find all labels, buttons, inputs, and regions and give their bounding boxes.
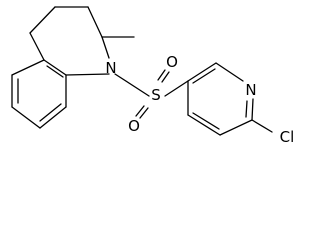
bond-py-c5-c4	[187, 114, 221, 136]
bond-c4a-c8a	[43, 59, 67, 76]
bond-c4a-c4	[29, 32, 45, 61]
bond-c5-c4a	[11, 59, 45, 76]
bond-s-o-bottom-b	[139, 107, 149, 119]
bond-s-pyridine	[164, 80, 189, 97]
bond-py-c2-n1	[215, 62, 244, 82]
bond-s-o-top-a	[157, 69, 166, 81]
bond-s-o-bottom-a	[135, 105, 145, 117]
chemical-structure: N S O O N Cl	[11, 6, 294, 146]
bond-c4-c3	[29, 6, 56, 34]
atom-label-chlorine: Cl	[280, 128, 295, 146]
bond-c2-c1	[87, 6, 103, 38]
atom-label-nitrogen: N	[105, 59, 116, 77]
atom-label-oxygen-bottom: O	[128, 117, 140, 135]
atom-label-layer: N S O O N Cl	[105, 53, 294, 146]
bond-py-n1-c6	[251, 98, 254, 121]
bond-s-o-top-b	[161, 71, 170, 83]
bond-n-c8a	[65, 73, 110, 76]
bond-c8-c7-inner	[39, 103, 62, 122]
bond-c1-n	[101, 36, 110, 59]
bond-py-c3-c2	[187, 62, 217, 82]
bond-py-c6-cl	[251, 119, 273, 133]
bond-n-s	[114, 73, 150, 97]
bond-c8-c7	[39, 106, 67, 129]
bond-py-n1-c6-inner	[245, 100, 248, 118]
bond-layer	[11, 6, 273, 136]
bond-py-c5-c4-inner	[192, 112, 220, 130]
atom-label-sulfur: S	[151, 86, 161, 104]
bond-py-c6-c5	[219, 119, 253, 136]
bond-c7-c6	[11, 106, 41, 129]
atom-label-pyridine-nitrogen: N	[245, 81, 256, 99]
atom-label-oxygen-top: O	[166, 53, 178, 71]
bond-c4a-c8a-inner	[46, 65, 64, 78]
bond-py-c3-c2-inner	[192, 68, 216, 84]
